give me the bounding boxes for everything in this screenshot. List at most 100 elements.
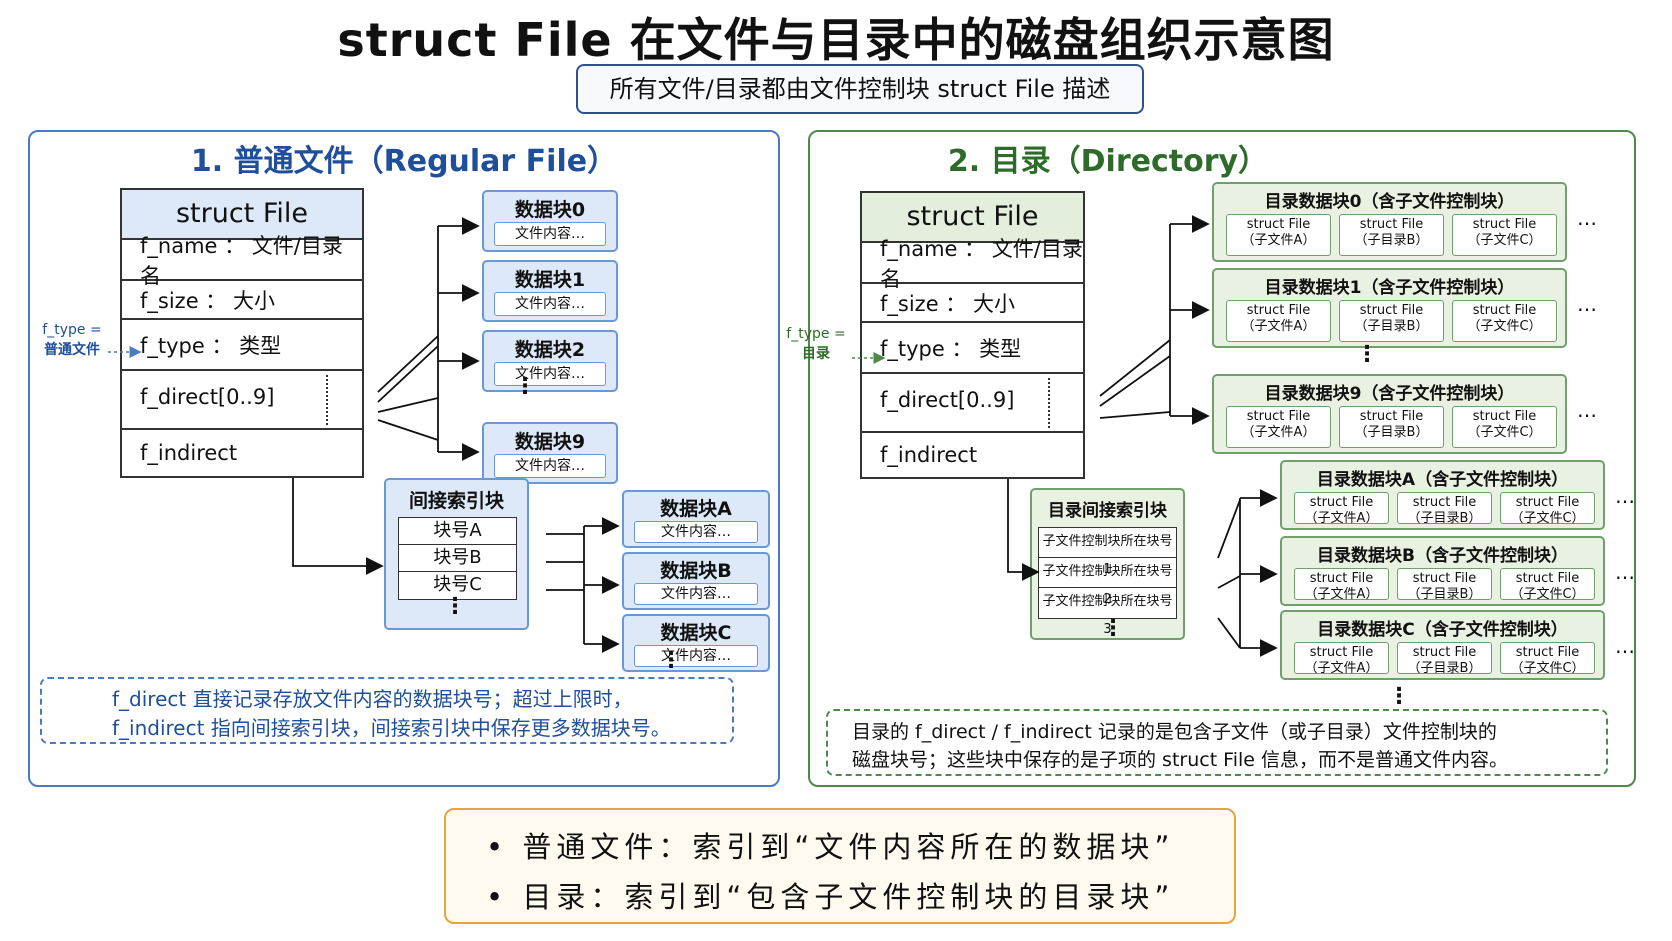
- indirect-data-block: 数据块B 文件内容…: [622, 552, 770, 610]
- subtitle-box: 所有文件/目录都由文件控制块 struct File 描述: [576, 64, 1144, 114]
- chip-line-1: struct File: [1412, 571, 1477, 586]
- child-struct-file-chip: struct File （子目录B）: [1397, 568, 1492, 602]
- dir-index-item-2: 子文件控制块所在块号2: [1039, 558, 1176, 607]
- chip-line-1: struct File: [1309, 571, 1374, 586]
- chip-line-2: （子目录B）: [1354, 425, 1429, 440]
- more-children-ellipsis: …: [1615, 634, 1635, 658]
- chip-line-2: （子文件C）: [1510, 511, 1585, 526]
- data-block-title: 数据块A: [660, 498, 732, 520]
- child-struct-file-chip: struct File （子目录B）: [1397, 642, 1492, 676]
- child-struct-file-chip: struct File （子文件C）: [1500, 568, 1595, 602]
- chip-line-2: （子文件A）: [1304, 661, 1379, 676]
- data-block-title: 数据块B: [660, 560, 732, 582]
- indirect-data-block: 数据块A 文件内容…: [622, 490, 770, 548]
- child-struct-file-chip: struct File （子文件A）: [1226, 406, 1331, 448]
- data-block-content: 文件内容…: [634, 521, 758, 543]
- more-children-ellipsis: …: [1577, 206, 1597, 230]
- data-block: 数据块1 文件内容…: [482, 260, 618, 322]
- struct-file-directory: struct File f_name ： 文件/目录名 f_size ： 大小 …: [860, 191, 1085, 479]
- chip-line-2: （子文件C）: [1467, 425, 1542, 440]
- dir-index-more-dots: ⋮: [1102, 616, 1124, 641]
- field-f-direct-label: f_direct[0..9]: [880, 388, 1015, 412]
- indirect-data-block: 数据块C 文件内容…: [622, 614, 770, 672]
- field-f-direct: f_direct[0..9]: [862, 374, 1083, 433]
- note-line-2: 磁盘块号；这些块中保存的是子项的 struct File 信息，而不是普通文件内…: [852, 749, 1509, 771]
- summary-line-2: • 目录：索引到“包含子文件控制块的目录块”: [486, 880, 1175, 914]
- chip-line-1: struct File: [1359, 409, 1424, 424]
- divider: [1048, 378, 1050, 428]
- dir-direct-more-dots: ⋮: [1356, 342, 1378, 367]
- directory-data-block: 目录数据块C（含子文件控制块） struct File （子文件A） struc…: [1280, 610, 1605, 680]
- child-struct-file-chip: struct File （子文件A）: [1294, 642, 1389, 676]
- child-struct-file-chip: struct File （子文件A）: [1294, 568, 1389, 602]
- child-struct-file-chip: struct File （子目录B）: [1339, 406, 1444, 448]
- child-struct-file-chip: struct File （子文件A）: [1226, 214, 1331, 256]
- dir-block-title: 目录数据块C（含子文件控制块）: [1317, 620, 1568, 640]
- chip-line-1: struct File: [1515, 495, 1580, 510]
- index-more-dots: ⋮: [444, 594, 466, 619]
- divider: [326, 375, 328, 425]
- child-struct-file-chip: struct File （子目录B）: [1339, 214, 1444, 256]
- chip-line-1: struct File: [1359, 217, 1424, 232]
- ftype-note-line2: 目录: [802, 346, 830, 362]
- indirect-index-title: 间接索引块: [408, 490, 504, 512]
- chip-line-1: struct File: [1472, 303, 1537, 318]
- child-struct-file-chip: struct File （子文件C）: [1452, 214, 1557, 256]
- chip-line-2: （子目录B）: [1407, 587, 1482, 602]
- dir-block-title: 目录数据块B（含子文件控制块）: [1317, 546, 1568, 566]
- data-block-content: 文件内容…: [634, 583, 758, 605]
- dir-indirect-index-block: 目录间接索引块 子文件控制块所在块号1 子文件控制块所在块号2 子文件控制块所在…: [1030, 488, 1185, 640]
- note-line-1: f_direct 直接记录存放文件内容的数据块号；超过上限时，: [112, 687, 633, 711]
- data-block-content: 文件内容…: [494, 292, 606, 316]
- index-item-b: 块号B: [399, 545, 516, 572]
- data-block-content: 文件内容…: [494, 454, 606, 478]
- child-struct-file-chip: struct File （子目录B）: [1397, 492, 1492, 526]
- directory-data-block: 目录数据块B（含子文件控制块） struct File （子文件A） struc…: [1280, 536, 1605, 606]
- struct-file-head: struct File: [862, 193, 1083, 243]
- dir-index-item-1: 子文件控制块所在块号1: [1039, 528, 1176, 577]
- field-f-direct-label: f_direct[0..9]: [140, 385, 275, 409]
- more-children-ellipsis: …: [1615, 484, 1635, 508]
- chip-line-2: （子文件A）: [1304, 511, 1379, 526]
- data-block: 数据块0 文件内容…: [482, 190, 618, 252]
- struct-file-regular: struct File f_name ： 文件/目录名 f_size ： 大小 …: [120, 188, 364, 478]
- directory-data-block: 目录数据块0（含子文件控制块） struct File （子文件A） struc…: [1212, 182, 1567, 262]
- field-f-size: f_size ： 大小: [122, 281, 362, 320]
- field-f-size: f_size ： 大小: [862, 284, 1083, 323]
- chip-line-1: struct File: [1412, 645, 1477, 660]
- child-struct-file-chip: struct File （子文件C）: [1452, 406, 1557, 448]
- more-children-ellipsis: …: [1577, 398, 1597, 422]
- chip-line-2: （子文件C）: [1467, 319, 1542, 334]
- direct-more-dots: ⋮: [514, 374, 536, 399]
- data-block-content: 文件内容…: [494, 222, 606, 246]
- ftype-note-line1: f_type =: [786, 326, 846, 342]
- chip-line-1: struct File: [1309, 645, 1374, 660]
- field-f-name: f_name ： 文件/目录名: [122, 234, 362, 288]
- chip-line-2: （子目录B）: [1354, 233, 1429, 248]
- struct-file-head: struct File: [122, 190, 362, 240]
- child-struct-file-chip: struct File （子文件A）: [1294, 492, 1389, 526]
- field-f-indirect: f_indirect: [880, 443, 978, 467]
- chip-line-1: struct File: [1246, 303, 1311, 318]
- dir-block-title: 目录数据块0（含子文件控制块）: [1264, 192, 1515, 212]
- data-block-title: 数据块0: [514, 199, 586, 221]
- child-struct-file-chip: struct File （子文件C）: [1452, 300, 1557, 342]
- diagram-title: struct File 在文件与目录中的磁盘组织示意图: [337, 13, 1335, 67]
- dir-block-title: 目录数据块1（含子文件控制块）: [1264, 278, 1515, 298]
- child-struct-file-chip: struct File （子文件C）: [1500, 642, 1595, 676]
- chip-line-2: （子文件C）: [1467, 233, 1542, 248]
- field-f-indirect: f_indirect: [140, 441, 238, 465]
- field-f-type: f_type ： 类型: [122, 320, 362, 371]
- chip-line-2: （子文件C）: [1510, 661, 1585, 676]
- data-block-content: 文件内容…: [494, 362, 606, 386]
- chip-line-2: （子文件A）: [1304, 587, 1379, 602]
- regular-file-title: 1. 普通文件（Regular File）: [190, 144, 618, 179]
- indirect-index-block: 间接索引块 块号A 块号B 块号C ⋮: [384, 478, 529, 630]
- chip-line-2: （子文件A）: [1241, 319, 1316, 334]
- more-blocks-dots: ⋮: [660, 648, 682, 673]
- chip-line-2: （子目录B）: [1407, 511, 1482, 526]
- more-children-ellipsis: …: [1577, 292, 1597, 316]
- chip-line-1: struct File: [1412, 495, 1477, 510]
- directory-data-block: 目录数据块1（含子文件控制块） struct File （子文件A） struc…: [1212, 268, 1567, 348]
- field-f-direct: f_direct[0..9]: [122, 371, 362, 430]
